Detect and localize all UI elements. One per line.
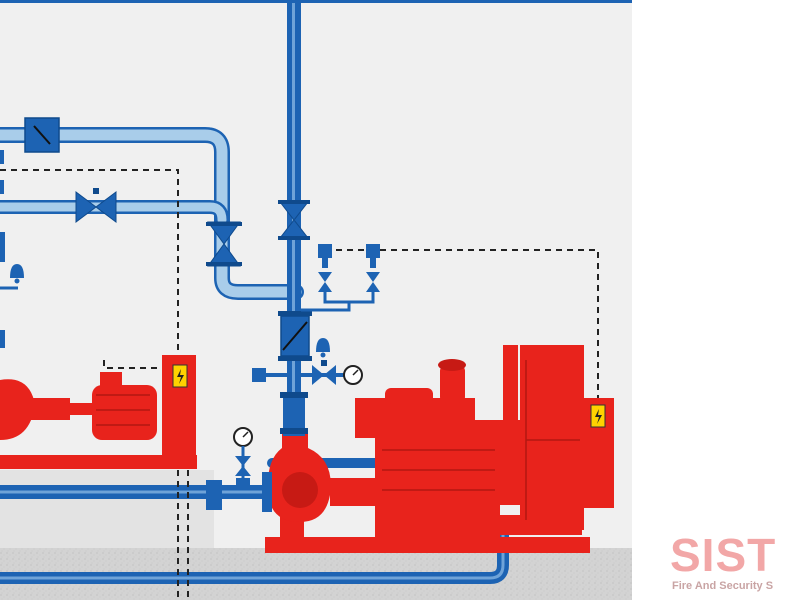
test-line xyxy=(252,360,345,385)
pressure-gauges xyxy=(233,365,363,486)
gauge-icon xyxy=(343,365,363,385)
gate-valves xyxy=(75,188,310,267)
alarm-bell-icon xyxy=(10,264,24,284)
pump-discharge-connection xyxy=(206,392,308,512)
lightning-icon xyxy=(177,369,184,384)
gate-valve-riser xyxy=(278,200,310,240)
alarm-bell-icon xyxy=(316,338,330,358)
suction-pipes xyxy=(0,127,304,300)
signal-lines xyxy=(0,169,599,600)
pressure-switch-icon xyxy=(318,244,332,292)
main-fire-pump-skid xyxy=(265,345,614,553)
brand-watermark: SIST Fire And Security S xyxy=(670,530,800,600)
check-valve xyxy=(278,311,312,361)
ground-slab-left xyxy=(0,470,214,548)
top-header-pipe xyxy=(0,0,632,3)
lightning-icon xyxy=(595,409,602,424)
pressure-switches xyxy=(0,150,380,358)
gate-valve-horizontal xyxy=(75,188,117,223)
brand-logo: SIST xyxy=(670,530,777,581)
brand-tagline: Fire And Security S xyxy=(672,580,774,592)
jockey-control-panel xyxy=(172,364,188,388)
gauge-icon xyxy=(233,427,253,447)
flow-switch-box xyxy=(24,117,60,153)
pressure-switch-icon xyxy=(366,244,380,292)
gate-valve-vertical-suction xyxy=(206,221,242,267)
diesel-control-panel xyxy=(590,404,606,428)
